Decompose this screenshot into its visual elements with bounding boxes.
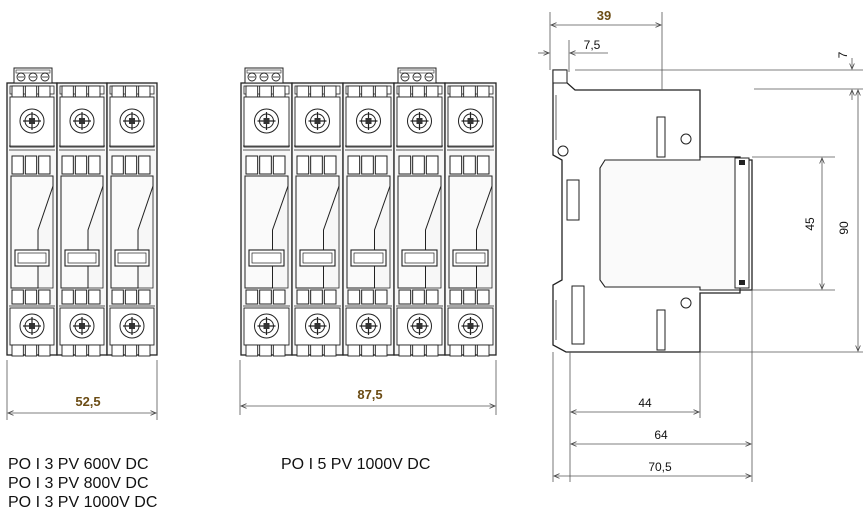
status-window — [64, 249, 100, 267]
status-window — [401, 249, 438, 267]
slot-bottom — [656, 309, 666, 351]
dim-five-pole-width — [239, 360, 497, 415]
dim-total-height — [700, 90, 863, 353]
dim-label-depth-44: 44 — [638, 396, 652, 410]
dim-label-depth-70-5: 70,5 — [648, 460, 672, 474]
dim-depth-lines — [552, 290, 753, 482]
dim-label-side-total-width: 39 — [597, 8, 611, 23]
plug-side — [599, 156, 741, 291]
rivet — [557, 145, 569, 157]
dim-label-top-offset: 7 — [836, 51, 850, 58]
dim-label-five-pole-width: 87,5 — [357, 387, 382, 402]
model-label-three-pole-600: PO I 3 PV 600V DC — [8, 456, 149, 473]
model-label-three-pole-1000: PO I 3 PV 1000V DC — [8, 494, 158, 511]
dim-front-height — [752, 156, 835, 291]
five-pole-device-front-view — [240, 67, 497, 357]
dim-label-front-height: 45 — [803, 217, 817, 231]
model-label-five-pole-1000: PO I 5 PV 1000V DC — [281, 456, 431, 473]
dim-label-side-offset: 7,5 — [584, 38, 601, 52]
dim-label-depth-64: 64 — [654, 428, 668, 442]
slot-top — [656, 116, 666, 158]
rivet — [680, 297, 692, 309]
din-clip-top — [552, 69, 568, 84]
model-label-three-pole-800: PO I 3 PV 800V DC — [8, 475, 149, 492]
three-pole-device-front-view — [6, 67, 158, 357]
side-view-profile — [552, 69, 753, 353]
status-window — [299, 249, 336, 267]
dim-three-pole-width — [6, 360, 158, 420]
status-window — [114, 249, 150, 267]
side-latch — [566, 179, 580, 221]
dim-side-total-width — [549, 12, 663, 90]
status-window — [350, 249, 387, 267]
rivet — [680, 133, 692, 145]
status-window — [248, 249, 285, 267]
dim-top-offset — [575, 58, 863, 100]
dim-side-offset — [538, 40, 608, 72]
dim-label-three-pole-width: 52,5 — [75, 394, 100, 409]
dim-label-total-height: 90 — [837, 221, 851, 235]
status-window — [14, 249, 50, 267]
status-window — [452, 249, 489, 267]
